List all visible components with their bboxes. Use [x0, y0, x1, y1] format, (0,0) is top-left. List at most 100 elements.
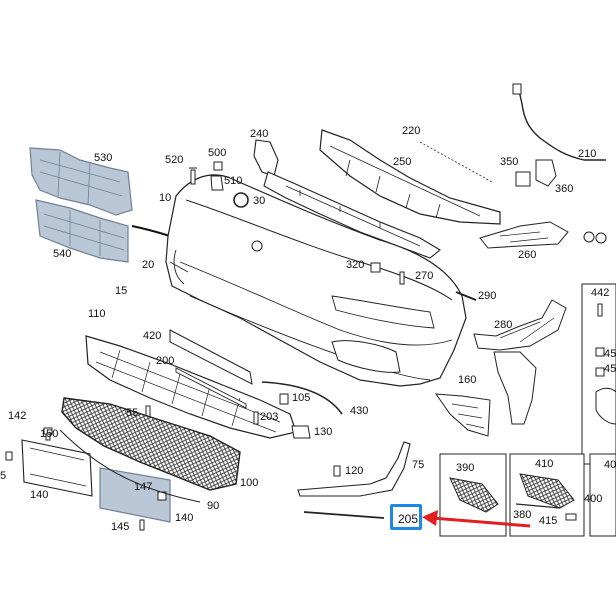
- callout-205-highlight[interactable]: 205: [390, 504, 422, 530]
- bumper-grille-opening: [331, 295, 435, 329]
- part-110-mesh-detail: [95, 349, 281, 433]
- callout-500: 500: [208, 147, 227, 159]
- part-530-ribs: [39, 151, 123, 206]
- part-105-clip[interactable]: [279, 393, 289, 405]
- callout-240: 240: [250, 128, 269, 140]
- part-390-fog-grille[interactable]: [449, 477, 499, 513]
- callout-210: 210: [578, 148, 597, 160]
- part-540-absorber[interactable]: [35, 199, 129, 263]
- highlight-arrow: [431, 516, 531, 528]
- callout-20: 20: [142, 259, 155, 271]
- callout-145: 145: [111, 521, 130, 533]
- callout-205: 205: [398, 512, 419, 526]
- callout-200: 200: [156, 355, 175, 367]
- part-30-emblem[interactable]: [233, 192, 249, 208]
- part-260-side-trim[interactable]: [479, 221, 569, 249]
- part-145-screw[interactable]: [139, 519, 145, 531]
- callout-520: 520: [165, 154, 184, 166]
- part-142-screw[interactable]: [43, 427, 53, 441]
- sensor-hole: [251, 240, 263, 252]
- callout-75: 75: [412, 459, 425, 471]
- callout-5: 5: [0, 470, 7, 482]
- callout-45-b: 45: [604, 363, 616, 375]
- part-110-air-guide[interactable]: [85, 335, 297, 439]
- part-280-details: [499, 317, 555, 343]
- callout-420: 420: [143, 330, 162, 342]
- part-10-bumper-cover[interactable]: [165, 174, 467, 387]
- part-520-clip[interactable]: [189, 167, 197, 185]
- part-200-strip[interactable]: [175, 367, 247, 409]
- part-250-details: [285, 185, 421, 247]
- callout-55: 55: [126, 407, 139, 419]
- inset-panel-400: [589, 453, 616, 537]
- callout-390: 390: [456, 462, 475, 474]
- part-140-license-plate[interactable]: [99, 467, 171, 523]
- part-205-trim-strip[interactable]: [303, 511, 385, 519]
- bumper-upper-edge: [185, 199, 453, 301]
- callout-203: 203: [260, 411, 279, 423]
- part-5-clip[interactable]: [5, 451, 13, 461]
- part-220-details: [329, 145, 481, 219]
- part-420-trim[interactable]: [169, 329, 253, 385]
- callout-260: 260: [518, 249, 537, 261]
- part-75-chrome-trim[interactable]: [297, 441, 411, 497]
- part-240-bracket[interactable]: [253, 139, 279, 177]
- part-270-screw[interactable]: [399, 271, 405, 285]
- highlight-arrow-head: [422, 510, 438, 526]
- callout-140-b: 140: [175, 512, 194, 524]
- callout-442: 442: [591, 287, 610, 299]
- part-90-strip[interactable]: [59, 429, 201, 503]
- callout-40: 40: [604, 459, 616, 471]
- callout-410: 410: [535, 458, 554, 470]
- part-530-absorber[interactable]: [29, 147, 133, 216]
- callout-147: 147: [134, 481, 153, 493]
- part-120-screw[interactable]: [333, 465, 341, 477]
- part-350-sensor[interactable]: [515, 171, 531, 187]
- part-side-flare: [493, 351, 537, 425]
- part-220-carrier[interactable]: [319, 129, 501, 225]
- callout-90: 90: [207, 500, 220, 512]
- part-290-trim[interactable]: [455, 291, 477, 301]
- callout-430: 430: [350, 405, 369, 417]
- part-147-clip[interactable]: [157, 491, 167, 501]
- callout-140-a: 140: [30, 489, 49, 501]
- callout-360: 360: [555, 183, 574, 195]
- part-45-clip-a[interactable]: [595, 347, 605, 357]
- part-380-strip[interactable]: [515, 503, 561, 509]
- callout-250: 250: [393, 156, 412, 168]
- part-415-clip[interactable]: [565, 513, 577, 521]
- callout-510: 510: [224, 175, 243, 187]
- part-500-clip[interactable]: [213, 161, 223, 171]
- callout-540: 540: [53, 248, 72, 260]
- part-203-screw[interactable]: [253, 411, 259, 425]
- callout-150: 150: [40, 428, 59, 440]
- part-100-lower-grille[interactable]: [61, 397, 241, 491]
- part-540-ribs: [43, 210, 125, 256]
- part-360-bracket[interactable]: [535, 159, 557, 187]
- callout-30: 30: [253, 195, 266, 207]
- callout-380: 380: [513, 509, 532, 521]
- callout-100: 100: [240, 477, 259, 489]
- part-130-bracket[interactable]: [291, 425, 311, 439]
- part-320-clip[interactable]: [370, 262, 381, 273]
- callout-320: 320: [346, 259, 365, 271]
- callout-15: 15: [115, 285, 128, 297]
- part-210-wiring-harness[interactable]: [517, 85, 606, 161]
- callout-160: 160: [458, 374, 477, 386]
- part-45-clip-b[interactable]: [595, 367, 605, 377]
- callout-120: 120: [345, 465, 364, 477]
- bumper-feature-line: [179, 261, 453, 346]
- callout-130: 130: [314, 426, 333, 438]
- part-510-bracket[interactable]: [210, 175, 224, 191]
- part-410-fog-grille[interactable]: [519, 473, 575, 509]
- callout-280: 280: [494, 319, 513, 331]
- inset-part-outline: [595, 387, 616, 425]
- part-430-trim[interactable]: [261, 381, 343, 415]
- harness-connector: [512, 83, 522, 95]
- part-150-plate-bracket[interactable]: [21, 439, 93, 497]
- part-280-bracket[interactable]: [473, 299, 567, 351]
- part-250-reinforcement[interactable]: [263, 171, 441, 259]
- part-442-screw[interactable]: [597, 303, 603, 317]
- callout-530: 530: [94, 152, 113, 164]
